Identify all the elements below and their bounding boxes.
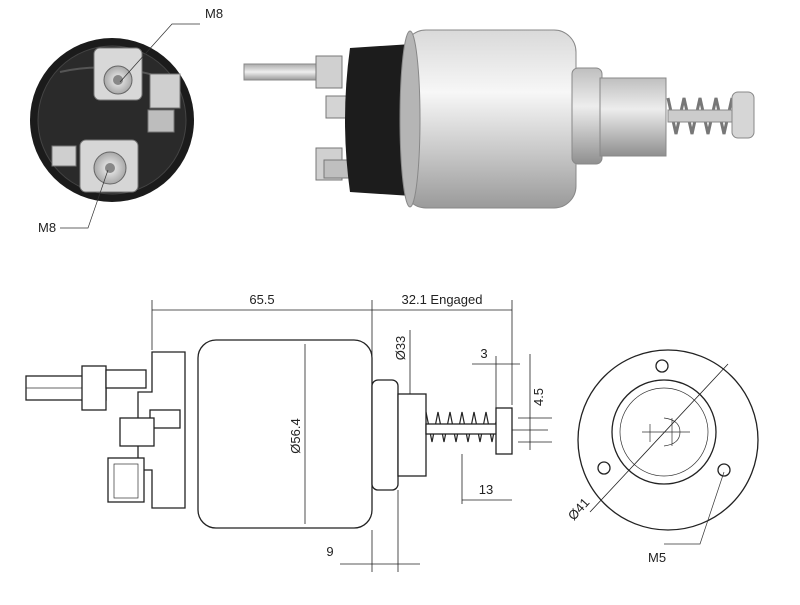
drawing-spring (425, 411, 499, 443)
drawing-body (197, 339, 373, 529)
mount-hole-top (655, 359, 669, 373)
sleeve (571, 67, 603, 165)
drawing-sleeve (371, 379, 399, 491)
end-view-drawing: Ø41 M5 (565, 349, 759, 565)
dim-offset-3: 3 (480, 346, 487, 361)
label-m8-bottom: M8 (38, 220, 56, 235)
plunger (599, 77, 667, 157)
spade-terminal-left (51, 145, 77, 167)
dim-flange-pitch: Ø41 (565, 495, 593, 523)
leader-m5 (664, 471, 725, 545)
leader-m8-top (119, 23, 200, 83)
dim-offset-4-5: 4.5 (531, 388, 546, 406)
drawing-plunger-head (495, 407, 513, 455)
mount-hole-left (597, 461, 611, 475)
dim-plunger-diameter: Ø33 (393, 336, 408, 361)
dim-body-length: 65.5 (249, 292, 274, 307)
terminal-symbol (642, 417, 690, 447)
dim-line-41 (589, 363, 729, 513)
side-view-photo (243, 29, 755, 209)
dim-length-13: 13 (479, 482, 493, 497)
leader-m8-bottom (60, 169, 109, 229)
plunger-cap (731, 91, 755, 139)
label-m8-top: M8 (205, 6, 223, 21)
dim-length-9: 9 (326, 544, 333, 559)
side-view-drawing: 65.5 32.1 Engaged Ø56.4 Ø33 3 4.5 13 9 (25, 292, 552, 572)
label-m5: M5 (648, 550, 666, 565)
dim-engaged: 32.1 Engaged (402, 292, 483, 307)
mount-hole-right (717, 463, 731, 477)
solenoid-body (403, 29, 577, 209)
end-view-photo: M8 M8 (30, 6, 223, 235)
spade-terminal-right (149, 73, 181, 109)
drawing-end-cap (137, 351, 186, 509)
black-end-cap (345, 44, 412, 196)
dim-body-diameter: Ø56.4 (288, 418, 303, 453)
drawing-lower-terminal (107, 457, 145, 503)
